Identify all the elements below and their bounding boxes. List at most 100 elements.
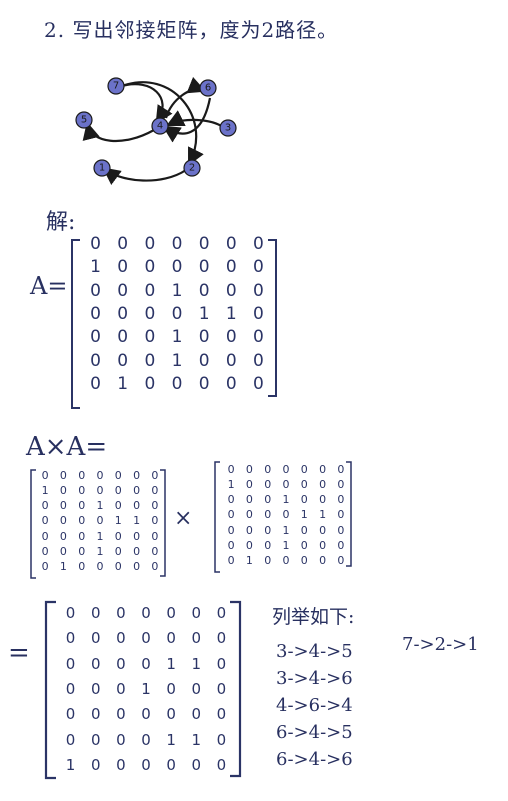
right-factor-brackets (214, 461, 352, 573)
right-factor-cell: 0 (245, 538, 253, 552)
matrix-a-cell: 0 (117, 280, 129, 301)
right-factor-cell: 0 (319, 463, 327, 477)
right-factor-cell: 0 (227, 493, 235, 507)
result-matrix-cell: 1 (65, 756, 76, 775)
result-matrix-brackets (44, 600, 242, 780)
matrix-a-cell: 0 (198, 374, 210, 395)
left-factor-cell: 0 (59, 529, 67, 543)
left-factor-cell: 0 (96, 469, 104, 483)
left-factor-cell: 0 (133, 559, 141, 573)
right-factor-cell: 0 (245, 463, 253, 477)
right-factor-cell: 1 (282, 523, 290, 537)
result-matrix-cell: 0 (90, 603, 101, 622)
node-label-6: 6 (205, 83, 211, 94)
matrix-a-cell: 0 (253, 233, 264, 254)
left-factor-cell: 1 (96, 544, 104, 558)
matrix-a-cell: 0 (171, 303, 183, 324)
matrix-a-cell: 1 (171, 350, 183, 371)
result-matrix-cell: 0 (216, 730, 227, 749)
node-label-2: 2 (189, 163, 195, 174)
result-matrix-cell: 0 (116, 705, 126, 724)
result-matrix-cell: 0 (216, 654, 227, 673)
result-matrix-cell: 0 (166, 679, 176, 698)
right-factor-cell: 0 (300, 523, 308, 537)
right-factor-cell: 0 (245, 478, 253, 492)
right-factor-cell: 0 (245, 523, 253, 537)
result-matrix-cell: 0 (65, 629, 76, 648)
left-factor-cell: 1 (133, 514, 141, 528)
matrix-a-label: A= (30, 272, 68, 300)
right-factor-cell: 0 (337, 538, 345, 552)
solution-label: 解: (46, 210, 76, 235)
matrix-a-cell: 0 (198, 350, 210, 371)
paths-list: 3->4->5 3->4->6 4->6->4 6->4->5 6->4->6 (276, 638, 353, 773)
right-factor-cell: 1 (319, 508, 327, 522)
right-factor-cell: 0 (282, 553, 290, 567)
left-factor-cell: 0 (78, 469, 86, 483)
matrix-a-cell: 0 (144, 280, 156, 301)
result-matrix-cell: 0 (166, 705, 176, 724)
matrix-a-cell: 0 (253, 374, 264, 395)
left-factor-cell: 0 (114, 499, 122, 513)
left-factor-cell: 0 (59, 469, 67, 483)
right-factor-cell: 1 (282, 493, 290, 507)
result-matrix-cell: 0 (191, 629, 202, 648)
directed-graph-figure: 7 6 5 4 3 1 2 (75, 76, 237, 185)
matrix-a-cell: 0 (90, 280, 101, 301)
left-factor-cell: 0 (133, 499, 141, 513)
result-matrix-cell: 0 (216, 705, 227, 724)
path-item: 6->4->5 (276, 722, 353, 743)
matrix-a-cell: 0 (117, 350, 129, 371)
left-factor-cell: 0 (151, 529, 159, 543)
right-factor-cell: 1 (227, 478, 235, 492)
right-factor-cell: 0 (319, 553, 327, 567)
left-factor-cell: 0 (41, 529, 49, 543)
left-factor-cell: 0 (59, 499, 67, 513)
left-factor-cell: 0 (114, 484, 122, 498)
result-matrix-cell: 1 (166, 730, 176, 749)
matrix-a-brackets (71, 239, 277, 409)
right-factor-cell: 1 (300, 508, 308, 522)
result-matrix-cell: 0 (141, 603, 151, 622)
node-label-4: 4 (157, 121, 163, 132)
matrix-a-cell: 0 (171, 374, 183, 395)
result-matrix-cell: 0 (191, 603, 202, 622)
right-factor-cell: 0 (282, 463, 290, 477)
result-matrix-cell: 0 (166, 629, 176, 648)
matrix-a-cell: 0 (171, 257, 183, 278)
right-factor-cell: 0 (337, 523, 345, 537)
result-matrix-cell: 0 (116, 603, 126, 622)
right-factor-cell: 0 (282, 478, 290, 492)
right-factor-cell: 0 (264, 478, 272, 492)
left-factor-brackets (30, 469, 166, 579)
right-factor-cell: 0 (337, 553, 345, 567)
matrix-a-cell: 0 (117, 233, 129, 254)
result-matrix-cell: 0 (191, 756, 202, 775)
right-factor-cell: 0 (300, 493, 308, 507)
result-matrix-cell: 1 (191, 654, 202, 673)
result-matrix-cell: 1 (166, 654, 176, 673)
left-factor-cell: 1 (59, 559, 67, 573)
edge-4-5 (82, 121, 155, 143)
right-factor-cell: 0 (300, 553, 308, 567)
right-factor-cell: 0 (264, 553, 272, 567)
matrix-a-cell: 0 (144, 327, 156, 348)
node-4 (151, 117, 169, 135)
right-factor-cell: 0 (282, 508, 290, 522)
result-matrix-cell: 0 (65, 730, 76, 749)
matrix-a-cell: 0 (117, 327, 129, 348)
node-label-7: 7 (113, 81, 119, 92)
result-matrix-cell: 0 (116, 730, 126, 749)
matrix-a-cell: 0 (117, 303, 129, 324)
right-factor-cell: 0 (300, 463, 308, 477)
matrix-a-cell: 0 (144, 350, 156, 371)
left-factor-cell: 0 (41, 499, 49, 513)
edge-6-4 (162, 97, 212, 143)
result-matrix-cell: 0 (216, 756, 227, 775)
left-factor-cell: 0 (78, 484, 86, 498)
right-factor-cell: 0 (319, 493, 327, 507)
matrix-a-cell: 0 (198, 233, 210, 254)
result-matrix-cell: 0 (141, 629, 151, 648)
right-factor-cell: 0 (337, 463, 345, 477)
